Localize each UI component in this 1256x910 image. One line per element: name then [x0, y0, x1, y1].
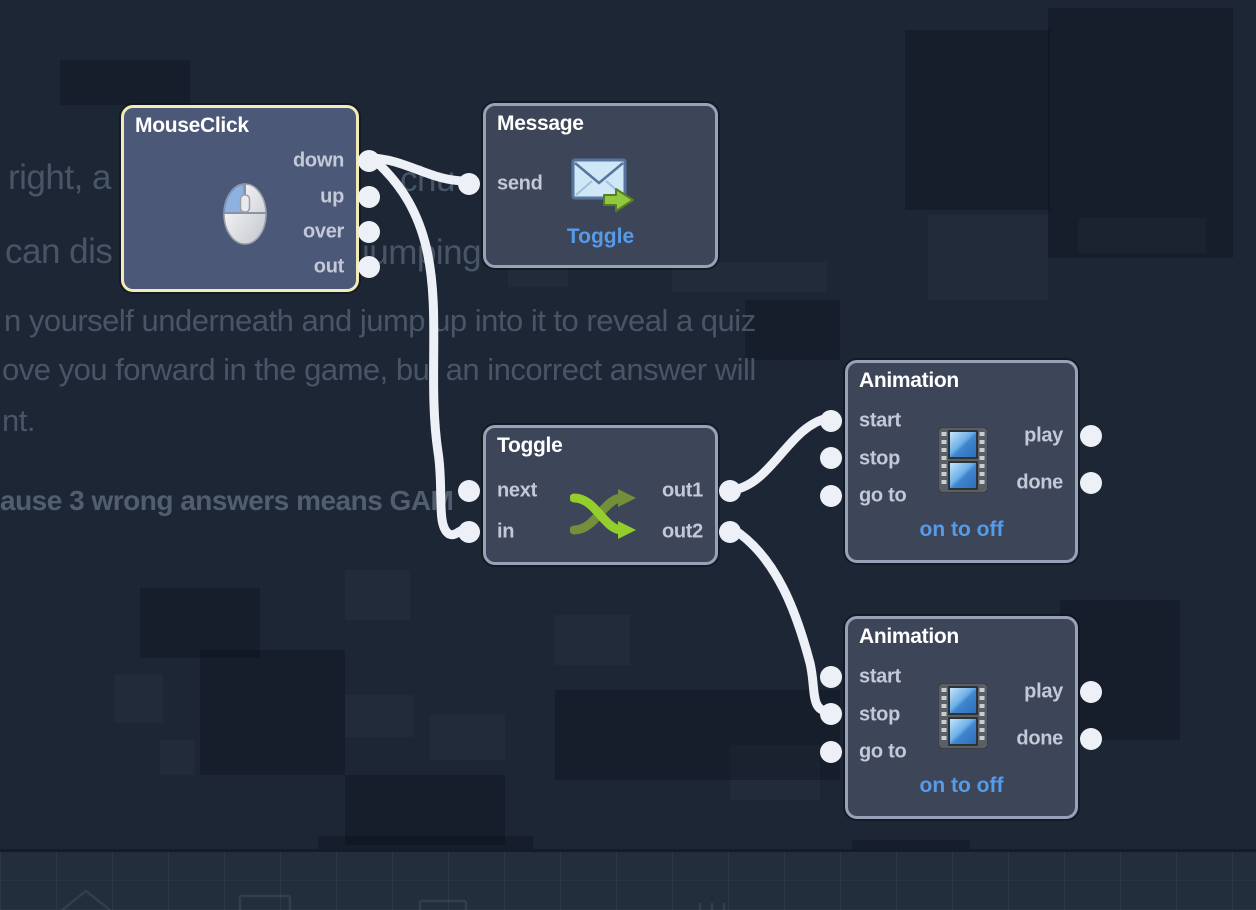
mouse-icon: [223, 183, 267, 245]
bg-patch: [318, 836, 533, 849]
output-port-out1[interactable]: [719, 480, 741, 502]
node-title: Animation: [859, 625, 959, 648]
input-port-stop[interactable]: [820, 447, 842, 469]
input-port-next[interactable]: [458, 480, 480, 502]
swap-arrows-icon: [570, 489, 636, 539]
port-label-stop: stop: [859, 703, 901, 726]
bg-patch: [200, 650, 345, 775]
port-label-done: done: [1016, 471, 1063, 494]
port-label-next: next: [497, 479, 537, 502]
port-label-out: out: [313, 255, 345, 278]
bg-patch: [555, 690, 840, 780]
output-port-out2[interactable]: [719, 521, 741, 543]
node-animation-1[interactable]: Animation start stop go to play done: [820, 360, 1102, 563]
output-port-down[interactable]: [358, 150, 380, 172]
bg-patch: [745, 300, 840, 360]
bg-patch: [60, 60, 190, 105]
port-label-over: over: [302, 220, 344, 243]
input-port-goto[interactable]: [820, 741, 842, 763]
node-title: MouseClick: [135, 114, 249, 137]
bg-patch: [852, 840, 970, 851]
bg-patch: [345, 775, 505, 845]
background-text-fragment: nt.: [2, 403, 35, 438]
node-caption: on to off: [919, 774, 1004, 797]
port-label-goto: go to: [859, 484, 907, 507]
node-caption: on to off: [919, 518, 1004, 541]
pentagon-icon: [61, 889, 111, 910]
port-label-start: start: [859, 665, 901, 688]
envelope-send-icon: [571, 158, 634, 212]
port-label-out2: out2: [661, 520, 703, 543]
background-text-fragment: ove you forward in the game, but an inco…: [2, 352, 756, 387]
bg-patch: [905, 30, 1050, 210]
port-label-send: send: [497, 172, 543, 195]
wire-toggle-out1-to-animation1-start[interactable]: [728, 413, 833, 495]
background-text-fragment: right, a: [8, 158, 112, 197]
node-toggle[interactable]: Toggle next in out1 out2: [458, 425, 741, 565]
input-port-goto[interactable]: [820, 485, 842, 507]
port-label-start: start: [859, 409, 901, 432]
bottom-toolbar: [0, 849, 1256, 910]
wire-mouseclick-down-to-message-send[interactable]: [367, 153, 471, 186]
port-label-in: in: [497, 520, 515, 543]
bg-patch: [1048, 8, 1233, 258]
node-message[interactable]: Message send Toggle: [458, 103, 718, 268]
node-title: Message: [497, 112, 584, 135]
output-port-up[interactable]: [358, 186, 380, 208]
port-label-stop: stop: [859, 447, 901, 470]
film-strip-icon: [938, 427, 988, 493]
bg-patch: [1060, 600, 1180, 740]
port-label-up: up: [320, 185, 344, 208]
port-label-play: play: [1024, 680, 1063, 703]
output-port-done[interactable]: [1080, 728, 1102, 750]
port-label-play: play: [1024, 424, 1063, 447]
node-animation-2[interactable]: Animation start stop go to play done: [820, 616, 1102, 819]
node-mouseclick[interactable]: MouseClick down up over out: [121, 105, 380, 292]
port-label-done: done: [1016, 727, 1063, 750]
background-text-fragment: ause 3 wrong answers means GAM: [0, 485, 454, 516]
rectangle-icon: [238, 894, 292, 910]
port-label-out1: out1: [661, 479, 703, 502]
node-caption: Toggle: [566, 225, 635, 248]
output-port-done[interactable]: [1080, 472, 1102, 494]
background-text-fragment: can dis: [5, 232, 113, 271]
background-text-fragment: n yourself underneath and jump up into i…: [4, 303, 756, 338]
port-label-goto: go to: [859, 740, 907, 763]
input-port-send[interactable]: [458, 173, 480, 195]
wire-toggle-out2-to-animation2-stop[interactable]: [728, 524, 833, 716]
port-label-down: down: [292, 149, 344, 172]
output-port-out[interactable]: [358, 256, 380, 278]
node-title: Animation: [859, 369, 959, 392]
output-port-over[interactable]: [358, 221, 380, 243]
bg-patch: [140, 588, 260, 658]
node-title: Toggle: [497, 434, 563, 457]
input-port-in[interactable]: [458, 521, 480, 543]
grid-ticks-icon: [698, 903, 726, 910]
film-strip-icon: [938, 683, 988, 749]
wire-mouseclick-down-to-toggle-in[interactable]: [367, 153, 471, 540]
input-port-stop[interactable]: [820, 703, 842, 725]
region-icon: [418, 899, 468, 910]
output-port-play[interactable]: [1080, 681, 1102, 703]
output-port-play[interactable]: [1080, 425, 1102, 447]
bottom-toolbar-icons: [61, 889, 726, 910]
input-port-start[interactable]: [820, 666, 842, 688]
input-port-start[interactable]: [820, 410, 842, 432]
